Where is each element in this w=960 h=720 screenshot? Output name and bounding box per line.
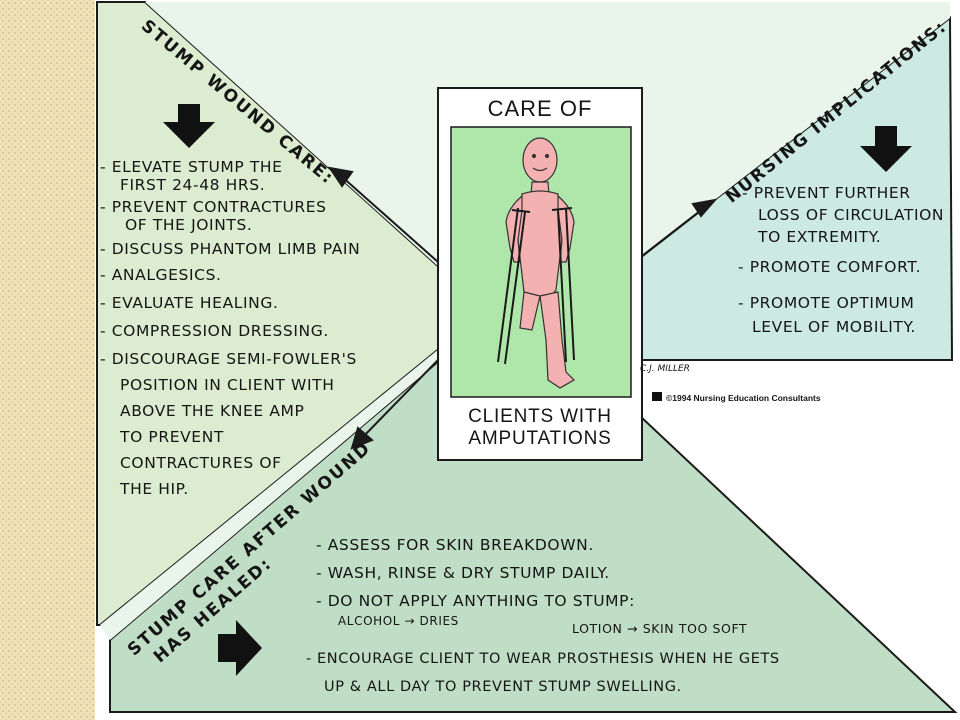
- decorative-sidebar: [0, 0, 95, 720]
- card-subtitle-line1: CLIENTS WITH: [468, 406, 612, 427]
- wound-care-item: - DISCOURAGE SEMI-FOWLER'S: [100, 350, 357, 368]
- wound-care-item: TO PREVENT: [120, 428, 224, 446]
- down-arrow-icon-right: [860, 126, 912, 172]
- nursing-implication-item: LEVEL OF MOBILITY.: [752, 318, 916, 336]
- wound-care-item: - EVALUATE HEALING.: [100, 294, 279, 312]
- nursing-implication-item: - PROMOTE COMFORT.: [738, 258, 922, 276]
- wound-care-item: THE HIP.: [120, 480, 189, 498]
- healed-care-item: - DO NOT APPLY ANYTHING TO STUMP:: [316, 592, 635, 610]
- nursing-implication-item: - PROMOTE OPTIMUM: [738, 294, 915, 312]
- wound-care-item: FIRST 24-48 HRS.: [120, 176, 266, 194]
- healed-care-item: - ASSESS FOR SKIN BREAKDOWN.: [316, 536, 594, 554]
- publisher-logo-icon: [652, 392, 662, 401]
- wound-care-item: - DISCUSS PHANTOM LIMB PAIN: [100, 240, 361, 258]
- healed-care-item: - ENCOURAGE CLIENT TO WEAR PROSTHESIS WH…: [306, 651, 780, 667]
- wound-care-item: CONTRACTURES OF: [120, 454, 282, 472]
- right-arrow-icon-bottom: [218, 620, 262, 676]
- nursing-implication-item: LOSS OF CIRCULATION: [758, 206, 945, 224]
- card-title: CARE OF: [487, 96, 593, 121]
- down-arrow-icon-left: [163, 104, 215, 148]
- wound-care-item: OF THE JOINTS.: [125, 216, 253, 234]
- card-subtitle-line2: AMPUTATIONS: [468, 428, 612, 449]
- healed-care-subitem: LOTION → SKIN TOO SOFT: [572, 621, 748, 636]
- amputee-figure-illustration: [505, 137, 575, 389]
- healed-care-item: UP & ALL DAY TO PREVENT STUMP SWELLING.: [324, 679, 682, 695]
- healed-care-subitem: ALCOHOL → DRIES: [338, 614, 459, 628]
- artist-credit: C.J. MILLER: [640, 364, 690, 374]
- wound-care-item: POSITION IN CLIENT WITH: [120, 376, 335, 394]
- healed-care-item: - WASH, RINSE & DRY STUMP DAILY.: [316, 564, 610, 582]
- wound-care-item: ABOVE THE KNEE AMP: [120, 402, 305, 420]
- wound-care-item: - ELEVATE STUMP THE: [100, 158, 283, 176]
- nursing-implication-item: TO EXTREMITY.: [758, 228, 882, 246]
- wound-care-item: - COMPRESSION DRESSING.: [100, 322, 329, 340]
- wound-care-item: - ANALGESICS.: [100, 266, 222, 284]
- crutches-illustration: [497, 207, 575, 365]
- nursing-implication-item: - PREVENT FURTHER: [742, 184, 911, 202]
- wound-care-item: - PREVENT CONTRACTURES: [100, 198, 327, 216]
- copyright-text: ©1994 Nursing Education Consultants: [666, 393, 821, 403]
